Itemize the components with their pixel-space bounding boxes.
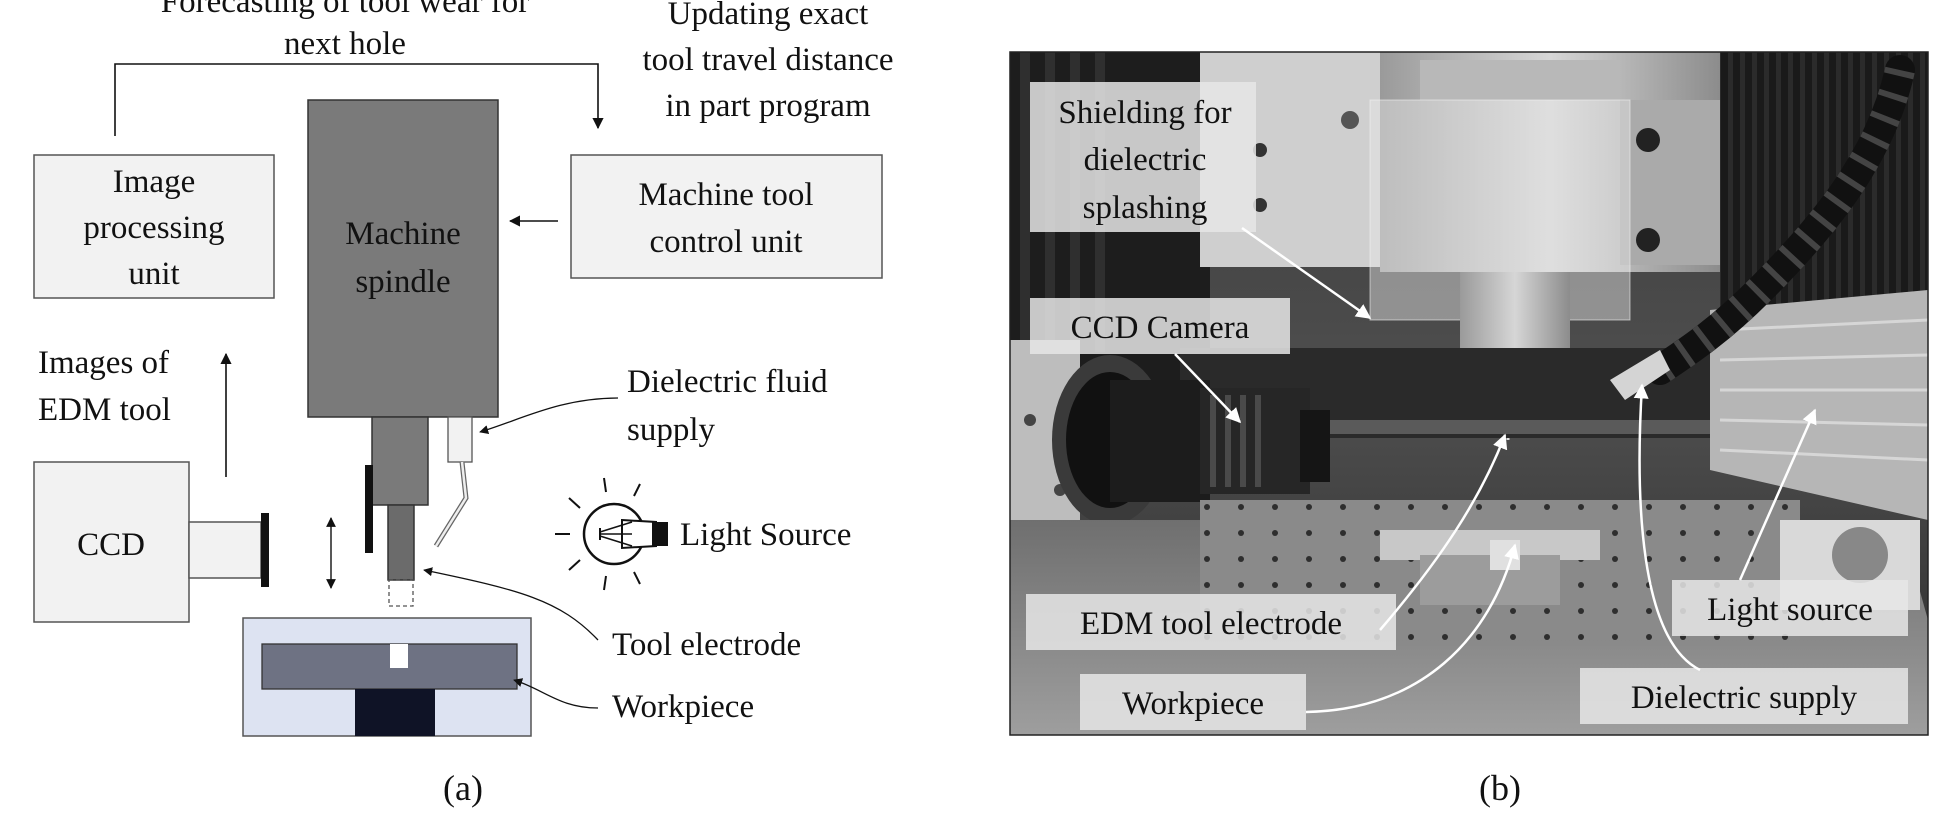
workpiece-leader	[513, 678, 599, 709]
shield-label-bg	[1030, 82, 1256, 232]
feedback-arrow	[114, 63, 604, 136]
ccd-box	[33, 461, 190, 623]
ccd-camera-arrow	[1174, 353, 1242, 424]
images-label-line2: EDM tool	[38, 392, 171, 428]
edm-tool-label: EDM tool electrode	[1080, 606, 1342, 642]
dielectric-supply-label-bg	[1580, 668, 1908, 724]
forecast-label-line2: next hole	[284, 26, 406, 62]
image-processing-line2: processing	[83, 210, 224, 246]
images-label-line1: Images of	[38, 345, 169, 381]
workpiece-photo-label-bg	[1080, 674, 1306, 730]
image-processing-box	[33, 154, 275, 299]
dielectric-nozzle	[447, 416, 473, 463]
tool-electrode-leader	[423, 567, 599, 641]
caption-a: (a)	[443, 768, 483, 808]
dielectric-supply-label: Dielectric supply	[1631, 680, 1858, 716]
spindle-label-line1: Machine	[345, 216, 460, 252]
workpiece-label: Workpiece	[612, 689, 754, 725]
ccd-camera-label-bg	[1030, 298, 1290, 354]
light-bulb-icon	[555, 477, 668, 591]
light-source-photo-arrow	[1738, 408, 1817, 581]
machined-hole	[390, 644, 408, 668]
workpiece-photo-label: Workpiece	[1122, 686, 1264, 722]
workpiece-photo-arrow	[1305, 543, 1519, 714]
caption-b: (b)	[1479, 768, 1521, 808]
light-source-photo-label: Light source	[1707, 592, 1873, 628]
forecast-label-line1: Forecasting of tool wear for	[161, 0, 529, 20]
photo-panel: Shielding for dielectric splashing CCD C…	[1009, 51, 1929, 808]
light-source-photo-label-bg	[1672, 580, 1908, 636]
dielectric-supply-arrow	[1633, 383, 1701, 672]
photo-frame	[1009, 51, 1929, 736]
shield-label-line1: Shielding for	[1058, 95, 1231, 131]
shield-arrow	[1241, 226, 1372, 320]
schematic-panel: Forecasting of tool wear for next hole U…	[33, 0, 894, 808]
spindle-label-line2: spindle	[355, 264, 450, 300]
ccd-lens	[188, 521, 262, 579]
tool-wear-outline	[388, 579, 414, 607]
work-base	[355, 689, 435, 736]
shield-label-line2: dielectric	[1084, 142, 1207, 178]
control-label-line2: control unit	[649, 224, 802, 260]
machine-spindle	[307, 99, 499, 418]
light-source-label: Light Source	[680, 517, 851, 553]
dielectric-label-line1: Dielectric fluid	[627, 364, 828, 400]
control-label-line1: Machine tool	[638, 177, 813, 213]
tool-electrode-label: Tool electrode	[612, 627, 801, 663]
tool-electrode	[387, 504, 415, 581]
dielectric-pipe-inner	[434, 461, 468, 547]
ccd-camera-label: CCD Camera	[1071, 310, 1250, 346]
dielectric-label-line2: supply	[627, 412, 716, 448]
spindle-shaft	[371, 416, 429, 506]
dielectric-leader	[479, 397, 619, 435]
work-plate	[261, 643, 518, 690]
update-label-line1: Updating exact	[668, 0, 869, 32]
ccd-label: CCD	[77, 527, 145, 563]
tool-guide	[365, 465, 373, 553]
update-label-line2: tool travel distance	[642, 42, 893, 78]
ccd-lens-front	[261, 513, 269, 587]
edm-tool-label-bg	[1026, 594, 1396, 650]
update-label-line3: in part program	[665, 88, 871, 124]
image-processing-line3: unit	[128, 256, 179, 292]
shield-label-line3: splashing	[1083, 190, 1208, 226]
edm-tool-arrow	[1379, 433, 1508, 631]
image-processing-line1: Image	[113, 164, 195, 200]
control-unit-box	[570, 154, 883, 279]
